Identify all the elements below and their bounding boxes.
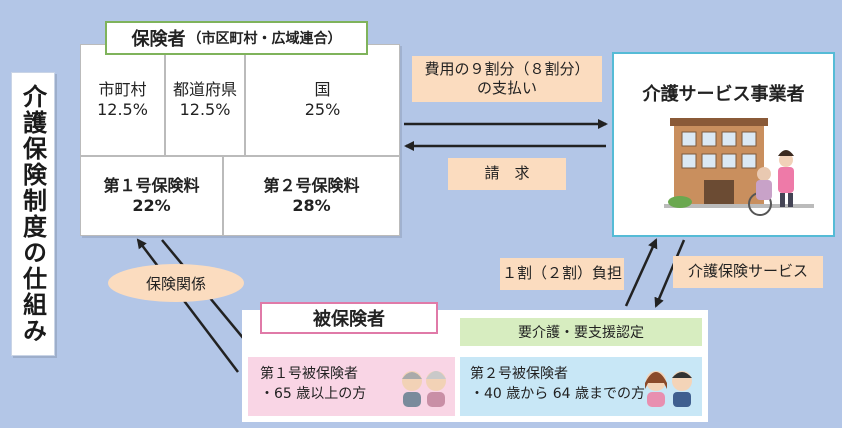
copay-tag-text: １割（２割）負担	[501, 264, 622, 283]
diagram-title: 介護保険制度の仕組み	[11, 72, 55, 356]
funding-value: 12.5%	[179, 100, 231, 119]
funding-label: 市町村	[98, 80, 147, 99]
insurance-relation-oval: 保険関係	[108, 264, 244, 302]
certification-bar: 要介護・要支援認定	[460, 318, 702, 346]
funding-value: 12.5%	[97, 100, 148, 119]
middle-aged-couple-icon	[645, 371, 692, 407]
type1-insured-box: 第１号被保険者 ・65 歳以上の方	[248, 357, 455, 416]
service-tag: 介護保険サービス	[673, 256, 823, 288]
payment-tag-line2: の支払い	[476, 79, 537, 97]
service-tag-text: 介護保険サービス	[687, 262, 808, 281]
funding-value: 25%	[304, 100, 341, 119]
funding-label: 第２号保険料	[263, 176, 360, 195]
copay-arrow	[624, 238, 658, 307]
payment-tag: 費用の９割分（８割分） の支払い	[412, 56, 602, 102]
funding-value: 22%	[132, 196, 171, 215]
service-arrow	[654, 239, 686, 308]
building-roof	[670, 118, 768, 126]
type2-insured-title: 第２号被保険者	[470, 366, 568, 382]
funding-label: 都道府県	[172, 80, 237, 99]
claim-tag: 請 求	[448, 158, 566, 190]
insurer-funding-grid: 市町村 12.5% 都道府県 12.5% 国 25% 第１号保険料 22% 第２…	[80, 44, 400, 236]
care-facility-illustration	[664, 118, 814, 216]
funding-municipality: 市町村 12.5%	[80, 44, 165, 156]
type2-insured-detail: ・40 歳から 64 歳までの方	[470, 386, 645, 403]
insurer-label-sub: （市区町村・広域連合）	[187, 31, 342, 47]
insurance-relation-text: 保険関係	[145, 274, 206, 293]
insured-label: 被保険者	[260, 302, 438, 334]
funding-type2-premium: 第２号保険料 28%	[223, 156, 400, 236]
funding-type1-premium: 第１号保険料 22%	[80, 156, 223, 236]
type2-insured-box: 第２号被保険者 ・40 歳から 64 歳までの方	[460, 357, 702, 416]
elderly-couple-icon	[402, 371, 446, 407]
certification-text: 要介護・要支援認定	[518, 325, 644, 341]
payment-tag-line1: 費用の９割分（８割分）	[424, 59, 590, 78]
service-provider-title: 介護サービス事業者	[642, 84, 805, 105]
funding-prefecture: 都道府県 12.5%	[165, 44, 245, 156]
building-door	[704, 180, 734, 206]
service-provider-box: 介護サービス事業者	[612, 52, 835, 237]
funding-label: 国	[314, 80, 331, 99]
type1-insured-title: 第１号被保険者	[260, 366, 358, 382]
funding-national: 国 25%	[245, 44, 400, 156]
insurer-label: 保険者（市区町村・広域連合）	[105, 21, 368, 55]
claim-tag-text: 請 求	[484, 164, 530, 183]
type1-insured-detail: ・65 歳以上の方	[260, 386, 367, 403]
relation-arrow-up	[136, 238, 239, 373]
funding-value: 28%	[292, 196, 331, 215]
copay-tag: １割（２割）負担	[500, 258, 624, 290]
diagram-title-text: 介護保険制度の仕組み	[18, 84, 47, 344]
funding-label: 第１号保険料	[103, 176, 200, 195]
insured-label-text: 被保険者	[313, 309, 385, 330]
insurer-label-text: 保険者	[131, 29, 186, 50]
